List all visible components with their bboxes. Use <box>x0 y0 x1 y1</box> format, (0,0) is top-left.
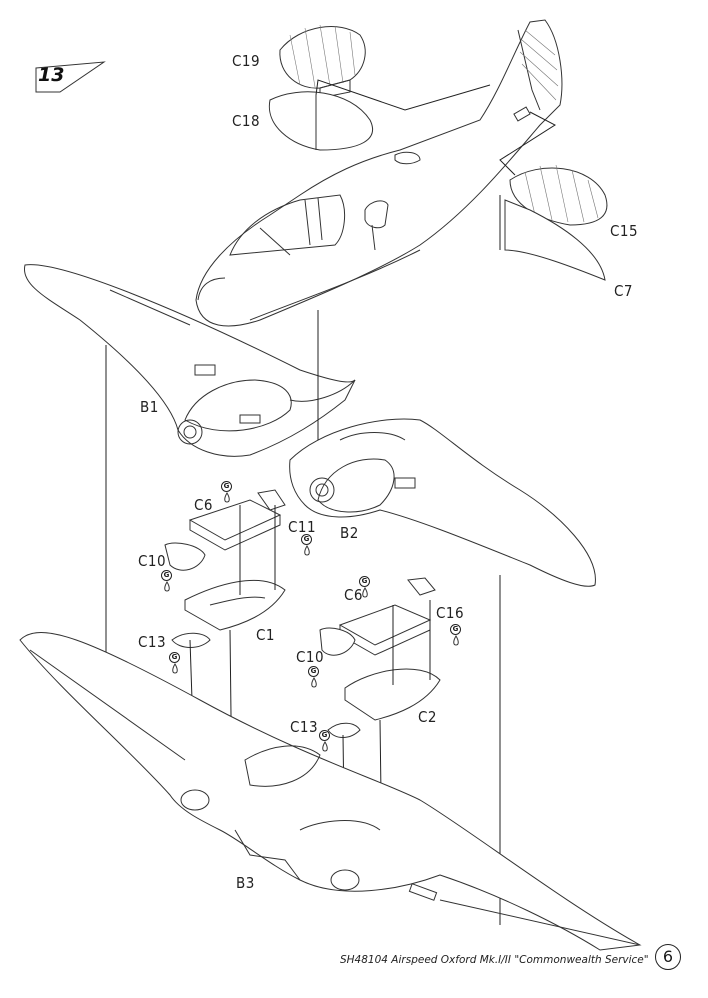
arrows-top <box>315 79 556 250</box>
part-b3-wing-lower <box>19 632 642 951</box>
left-nacelle-parts <box>164 489 286 801</box>
label-c2: C2 <box>418 708 438 726</box>
part-b2-wing-upper <box>289 418 596 587</box>
glue-icon: G <box>169 652 180 663</box>
label-c18: C18 <box>232 112 261 130</box>
label-c6-left: C6 <box>194 496 214 514</box>
label-c13-left: C13 <box>138 633 167 651</box>
label-c7: C7 <box>614 282 634 300</box>
part-c19-stabilizer <box>279 24 366 99</box>
label-c10-right: C10 <box>296 648 325 666</box>
part-c18-stabilizer <box>268 91 373 151</box>
label-c6-right: C6 <box>344 586 364 604</box>
step-badge-box <box>35 61 106 93</box>
label-c1: C1 <box>256 626 276 644</box>
footer-caption: SH48104 Airspeed Oxford Mk.I/II "Commonw… <box>340 954 649 966</box>
page-number: 6 <box>655 944 681 970</box>
fuselage <box>195 19 563 327</box>
glue-icon: G <box>301 534 312 545</box>
right-nacelle-parts <box>319 577 441 881</box>
label-c13-right: C13 <box>290 718 319 736</box>
label-c16: C16 <box>436 604 465 622</box>
part-b1-wing-upper <box>24 264 356 457</box>
label-c11: C11 <box>288 518 317 536</box>
label-c19: C19 <box>232 52 261 70</box>
glue-icon: G <box>319 730 330 741</box>
part-c7-stabilizer <box>504 199 606 281</box>
glue-icon: G <box>450 624 461 635</box>
glue-icon: G <box>221 481 232 492</box>
label-c15: C15 <box>610 222 639 240</box>
label-b3: B3 <box>236 874 255 892</box>
label-c10-left: C10 <box>138 552 167 570</box>
label-b2: B2 <box>340 524 359 542</box>
glue-drops <box>164 492 459 752</box>
glue-icon: G <box>359 576 370 587</box>
glue-icon: G <box>161 570 172 581</box>
step-number: 13 <box>38 64 65 86</box>
glue-icon: G <box>308 666 319 677</box>
label-b1: B1 <box>140 398 159 416</box>
